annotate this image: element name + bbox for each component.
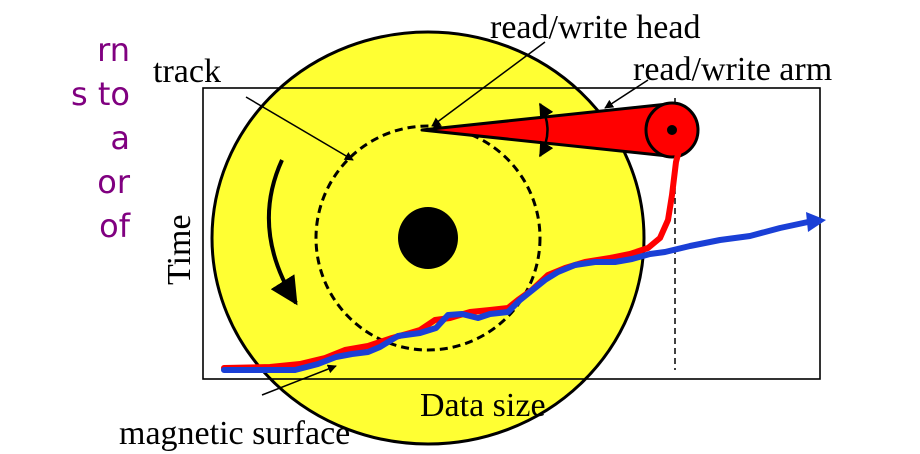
read-write-head-label: read/write head	[490, 9, 701, 46]
arm-swing-arrow	[538, 102, 554, 158]
side-text-fragment: rn s to a or of	[0, 28, 130, 248]
magnetic-surface-label: magnetic surface	[119, 415, 350, 452]
side-text-line: or	[97, 163, 130, 201]
head-leader	[431, 41, 546, 127]
spindle	[398, 207, 458, 269]
side-text-line: rn	[97, 31, 130, 69]
blue-curve-arrowhead	[806, 212, 826, 232]
side-text-line: a	[110, 119, 130, 157]
track-label: track	[153, 53, 221, 90]
read-write-arm-label: read/write arm	[633, 51, 832, 88]
arm-pivot-center	[667, 125, 677, 135]
data-size-axis-label: Data size	[420, 387, 546, 424]
side-text-line: of	[99, 207, 130, 245]
arm-leader	[604, 79, 649, 109]
blue-curve	[221, 219, 811, 373]
track-circle	[314, 124, 542, 352]
side-text-line: s to	[71, 75, 130, 113]
surface-leader	[261, 364, 337, 396]
time-axis-label: Time	[161, 214, 198, 285]
rotation-arrow	[266, 159, 298, 306]
plot-frame	[202, 87, 821, 380]
track-leader	[245, 96, 354, 161]
